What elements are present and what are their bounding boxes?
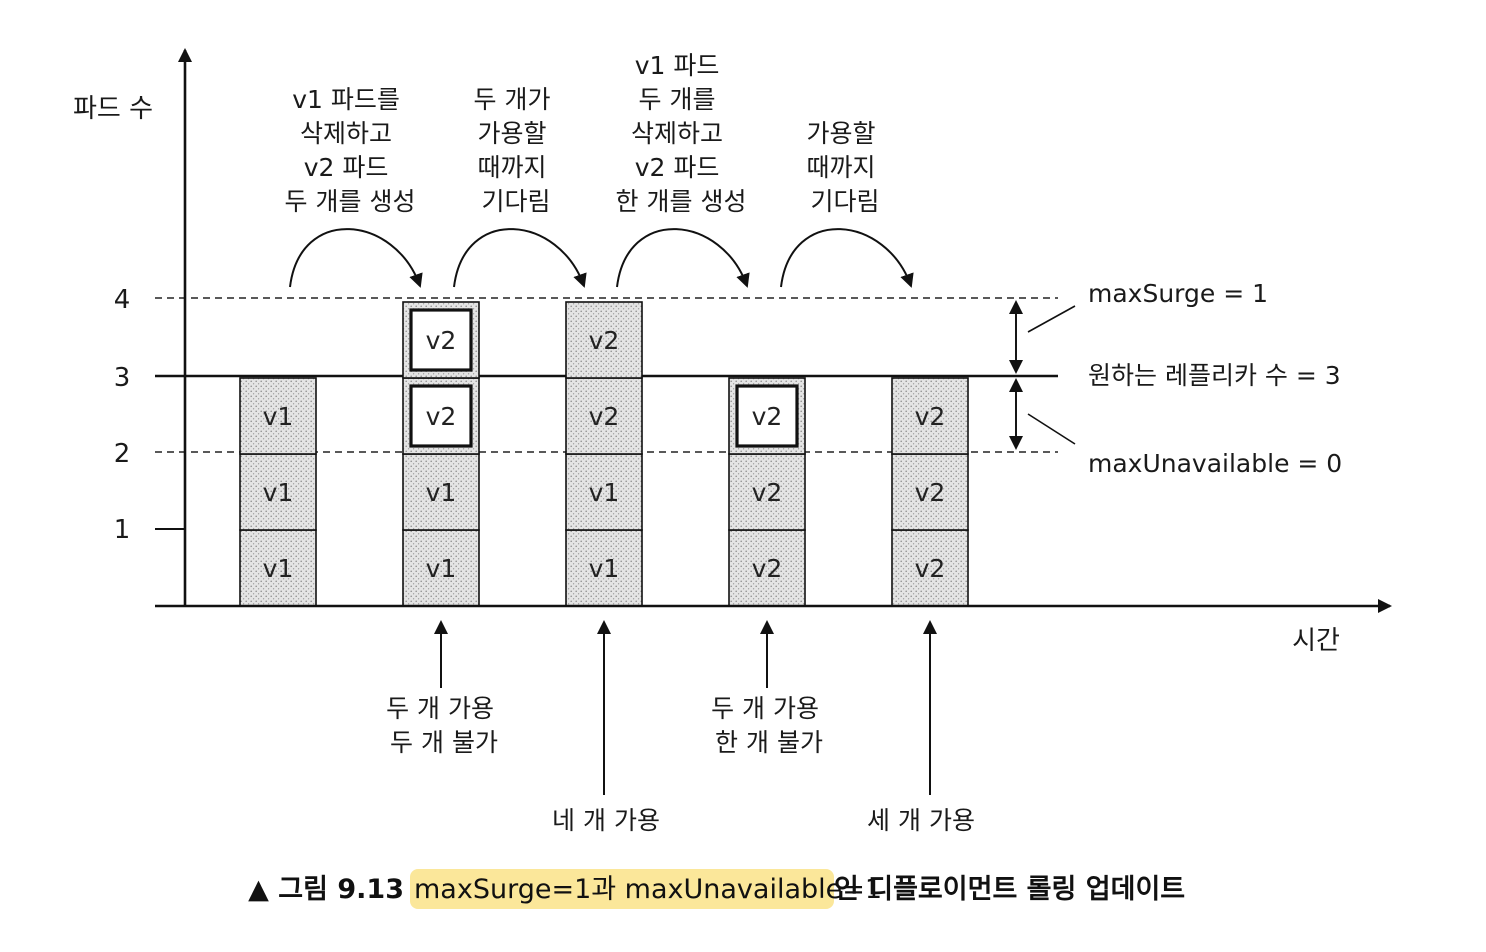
new-pod-box-2-4 (409, 308, 473, 372)
top-note-2: 두 개가 가용할 때까지 기다림 (474, 85, 559, 216)
pod-label-3-4: v2 (589, 326, 620, 355)
pod-columns: v1 v1 v1 v1 v1 v2 v2 v1 v1 v2 v2 v2 v2 v2 v2 v2 v2 (239, 301, 969, 607)
max-surge-label: maxSurge = 1 (1088, 279, 1268, 308)
step-arrow-4 (780, 228, 914, 288)
pod-label-5-2: v2 (915, 478, 946, 507)
bottom-note-1: 두 개 가용 두 개 불가 (386, 694, 502, 757)
pod-label-3-2: v1 (589, 478, 620, 507)
caption-highlight-text: maxSurge=1과 maxUnavailable=1 (414, 874, 882, 905)
bottom-note-4: 세 개 가용 (867, 806, 975, 835)
pod-5-3 (891, 377, 969, 455)
unavailable-leader (1027, 413, 1076, 445)
pod-2-1 (402, 529, 480, 607)
surge-leader (1027, 305, 1076, 333)
pod-4-1 (728, 529, 806, 607)
max-unavailable-label: maxUnavailable = 0 (1088, 449, 1342, 478)
pod-label-5-3: v2 (915, 402, 946, 431)
pod-label-1-3: v1 (263, 402, 294, 431)
step-arrow-2 (453, 228, 587, 288)
pod-1-3 (239, 377, 317, 455)
caption-highlight (410, 869, 834, 909)
pod-3-2 (565, 453, 643, 531)
bottom-note-3: 두 개 가용 한 개 불가 (711, 694, 827, 757)
top-note-1: v1 파드를 삭제하고 v2 파드 두 개를 생성 (285, 85, 416, 216)
figure-caption: ▲ 그림 9.13 maxSurge=1과 maxUnavailable=1 인… (248, 869, 1185, 909)
y-axis-label: 파드 수 (73, 94, 153, 124)
y-tick-1: 1 (114, 515, 131, 545)
pod-label-2-3: v2 (426, 402, 457, 431)
top-note-4: 가용할 때까지 기다림 (807, 119, 884, 216)
pod-label-2-4: v2 (426, 326, 457, 355)
y-tick-4: 4 (114, 285, 131, 315)
pod-label-2-1: v1 (426, 554, 457, 583)
pod-5-1 (891, 529, 969, 607)
pod-3-4 (565, 301, 643, 379)
pod-1-2 (239, 453, 317, 531)
pod-label-5-1: v2 (915, 554, 946, 583)
pod-label-4-1: v2 (752, 554, 783, 583)
caption-prefix: ▲ 그림 9.13 (248, 874, 404, 905)
step-arrow-1 (289, 228, 423, 288)
pod-4-2 (728, 453, 806, 531)
pod-3-3 (565, 377, 643, 455)
new-pod-box-2-3 (409, 384, 473, 448)
pod-label-3-3: v2 (589, 402, 620, 431)
pod-label-3-1: v1 (589, 554, 620, 583)
y-tick-3: 3 (114, 363, 131, 393)
pod-label-1-1: v1 (263, 554, 294, 583)
new-pod-box-4-3 (735, 384, 799, 448)
desired-replicas-label: 원하는 레플리카 수 = 3 (1088, 361, 1341, 390)
top-note-3: v1 파드 두 개를 삭제하고 v2 파드 한 개를 생성 (616, 51, 747, 216)
step-arrow-3 (616, 228, 750, 288)
pod-label-4-3: v2 (752, 402, 783, 431)
pod-label-1-2: v1 (263, 478, 294, 507)
pod-label-2-2: v1 (426, 478, 457, 507)
pod-label-4-2: v2 (752, 478, 783, 507)
y-tick-2: 2 (114, 439, 131, 469)
x-axis-label: 시간 (1292, 626, 1340, 656)
caption-suffix: 인 디플로이먼트 롤링 업데이트 (834, 874, 1185, 905)
pod-1-1 (239, 529, 317, 607)
bottom-note-2: 네 개 가용 (552, 806, 660, 835)
